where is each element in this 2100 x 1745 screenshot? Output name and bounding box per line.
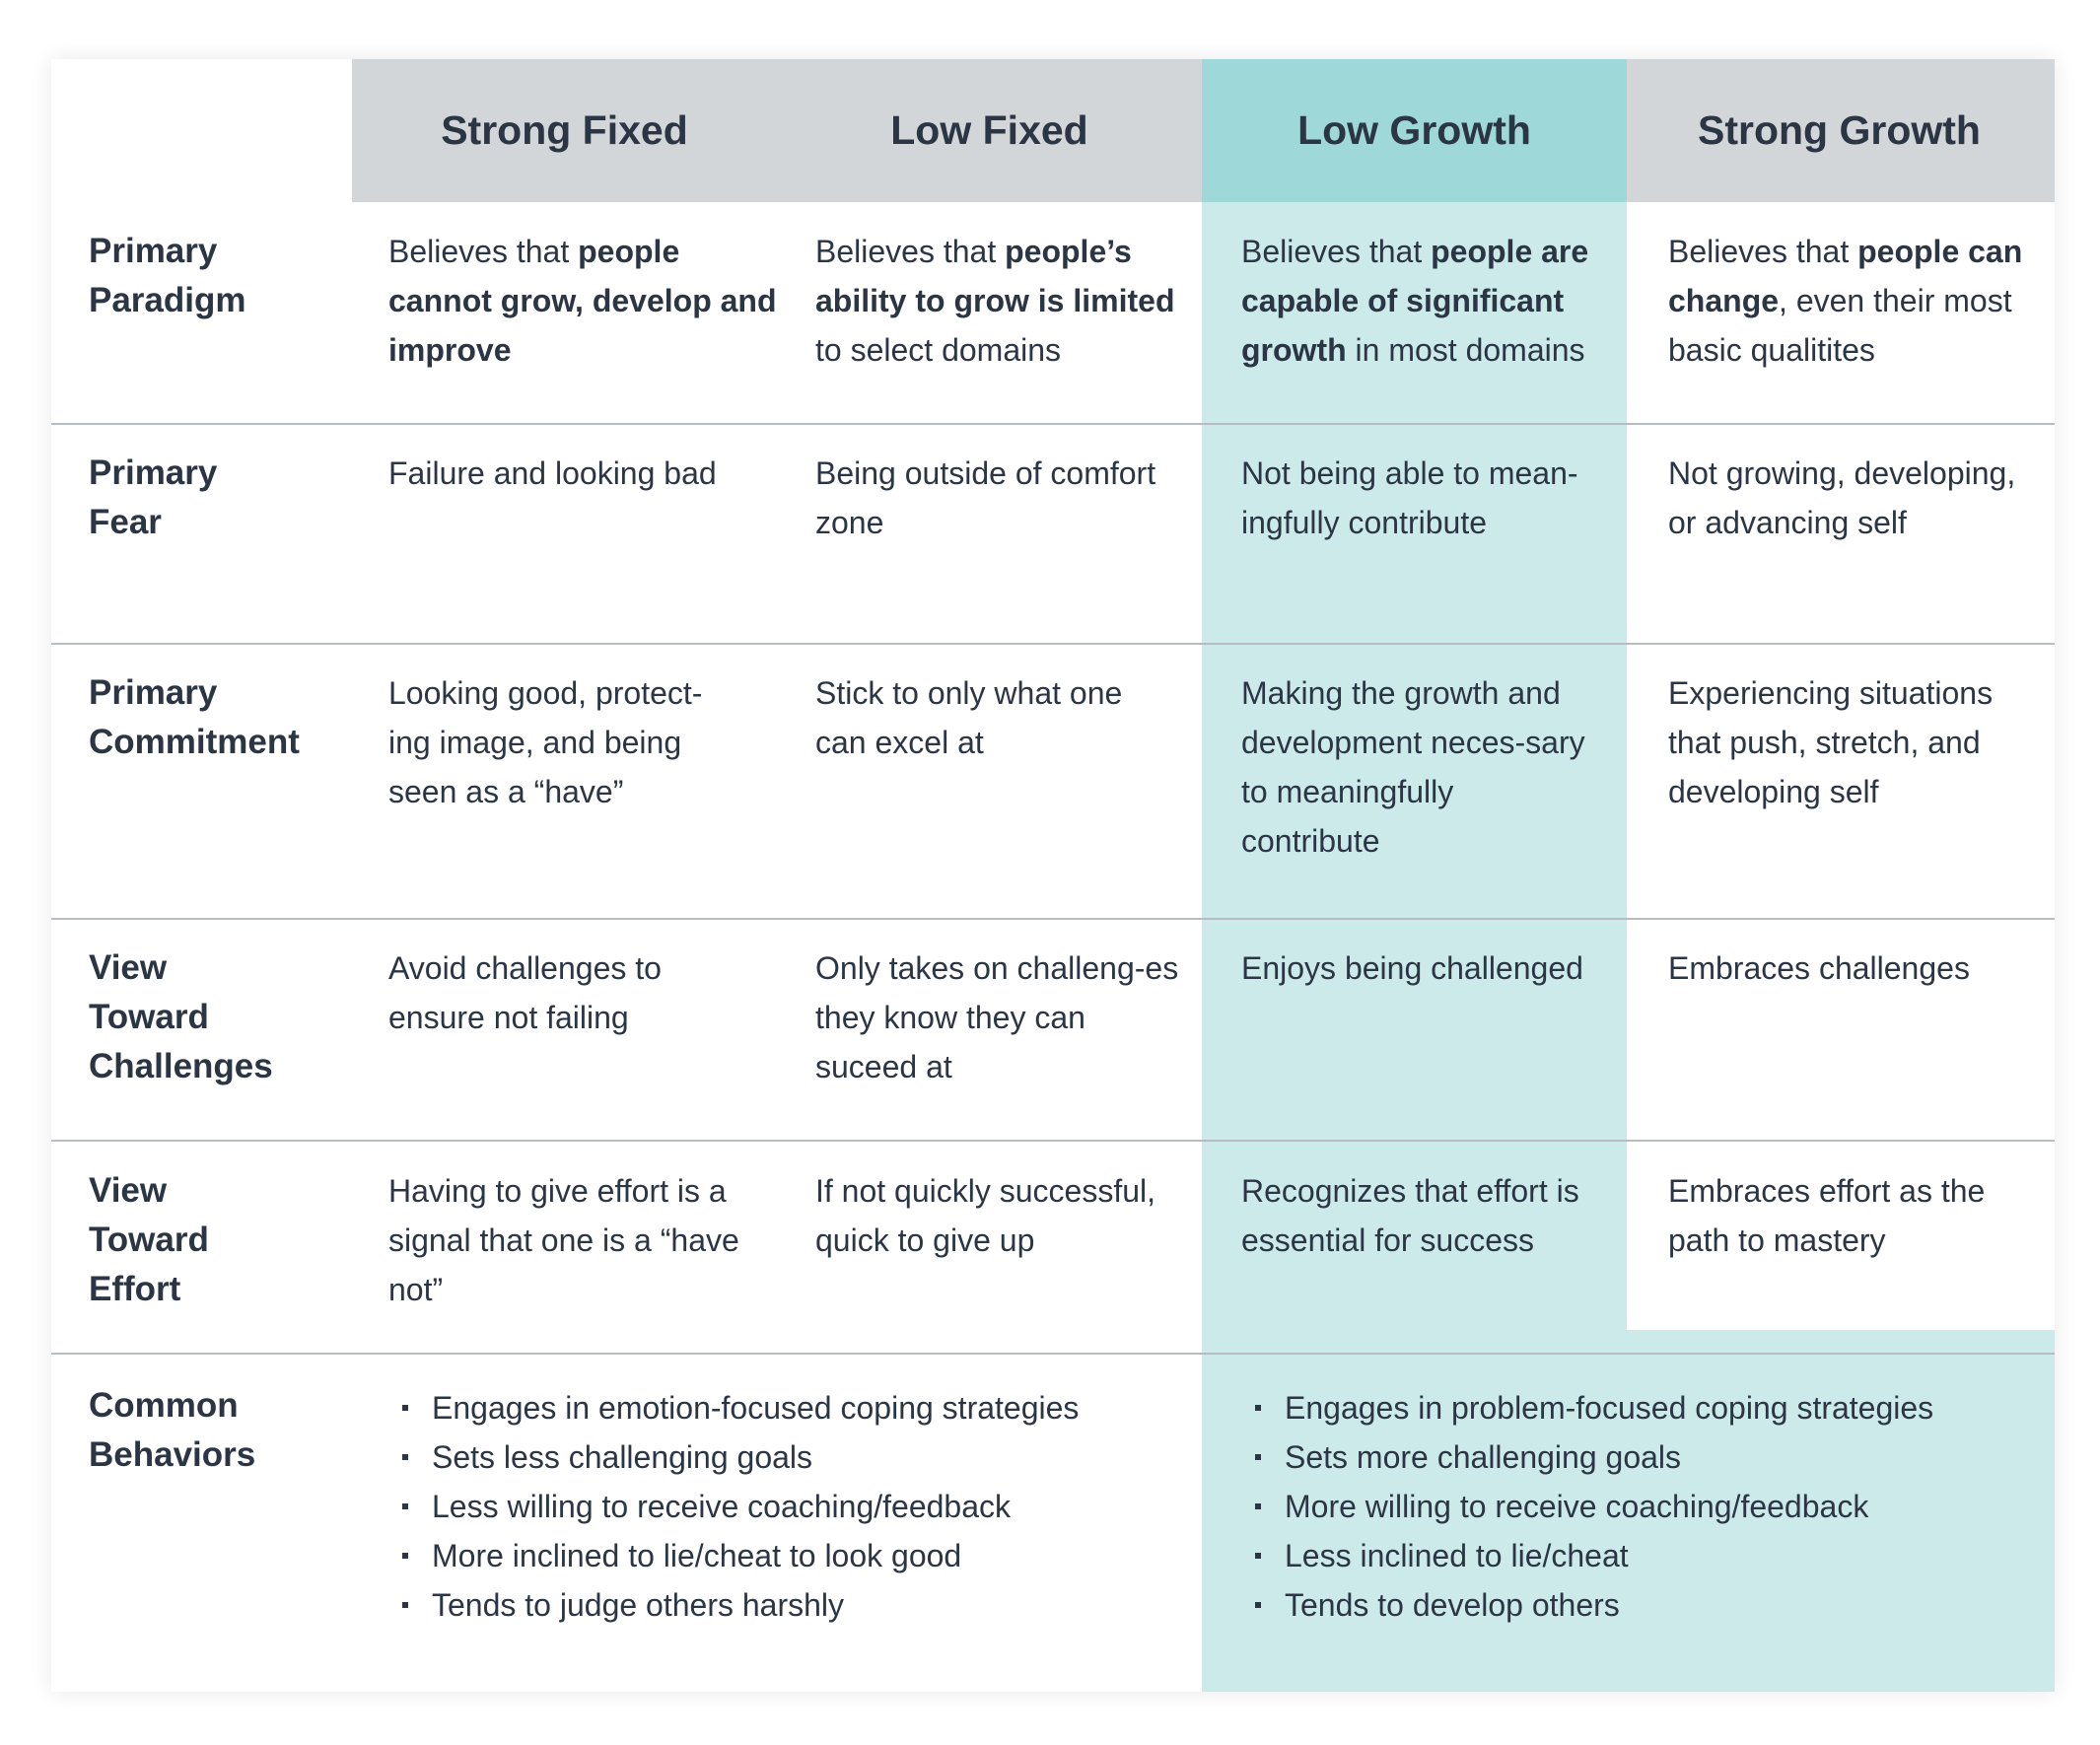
column-header-low-growth: Low Growth	[1297, 107, 1531, 153]
table-cell: If not quickly successful, quick to give…	[815, 1173, 1156, 1258]
list-item: Less willing to receive coaching/feedbac…	[396, 1482, 1079, 1531]
list-item: Tends to judge others harshly	[396, 1580, 1079, 1630]
column-header-strong-fixed: Strong Fixed	[441, 107, 688, 153]
table-cell: Embraces effort as the path to mastery	[1668, 1173, 1986, 1258]
table-cell: Enjoys being challenged	[1241, 950, 1583, 986]
table-cell: Experiencing situations that push, stret…	[1668, 675, 1994, 809]
list-item: Less inclined to lie/cheat	[1249, 1531, 1933, 1580]
list-item: More willing to receive coaching/feedbac…	[1249, 1482, 1933, 1531]
table-cell: Not growing, developing, or advancing se…	[1668, 455, 2016, 540]
low-growth-header-background	[1202, 59, 1627, 202]
column-header-low-fixed: Low Fixed	[890, 107, 1088, 153]
table-cell: Embraces challenges	[1668, 950, 1970, 986]
row-divider	[51, 423, 2055, 425]
row-label-primary-commitment: Primary Commitment	[89, 673, 300, 761]
growth-behaviors-shading	[1202, 1330, 2055, 1692]
list-item: Engages in emotion-focused coping strate…	[396, 1383, 1079, 1432]
table-cell: Being outside of comfort zone	[815, 455, 1156, 540]
row-divider	[51, 918, 2055, 920]
mindset-comparison-table: Strong Fixed Low Fixed Low Growth Strong…	[51, 59, 2055, 1692]
table-cell: Recognizes that effort is essential for …	[1241, 1173, 1579, 1258]
row-label-common-behaviors: Common Behaviors	[89, 1386, 256, 1474]
growth-behaviors-list: Engages in problem-focused coping strate…	[1249, 1383, 1933, 1630]
row-label-primary-paradigm: Primary Paradigm	[89, 232, 246, 319]
table-cell: Making the growth and development neces-…	[1241, 675, 1585, 859]
table-cell: Not being able to mean-ingfully contribu…	[1241, 455, 1578, 540]
list-item: Engages in problem-focused coping strate…	[1249, 1383, 1933, 1432]
fixed-behaviors-list: Engages in emotion-focused coping strate…	[396, 1383, 1079, 1630]
table-cell: Avoid challenges to ensure not failing	[388, 950, 662, 1035]
row-label-view-toward-challenges: View Toward Challenges	[89, 948, 273, 1085]
list-item: Tends to develop others	[1249, 1580, 1933, 1630]
row-label-primary-fear: Primary Fear	[89, 454, 218, 541]
strong-growth-header-background	[1627, 59, 2055, 202]
table-cell: Looking good, protect-ing image, and bei…	[388, 675, 703, 809]
row-divider	[51, 1353, 2055, 1355]
column-header-strong-growth: Strong Growth	[1698, 107, 1981, 153]
list-item: Sets more challenging goals	[1249, 1432, 1933, 1482]
table-cell: Stick to only what one can excel at	[815, 675, 1123, 760]
row-divider	[51, 1140, 2055, 1142]
list-item: More inclined to lie/cheat to look good	[396, 1531, 1079, 1580]
table-cell: Believes that people can change, even th…	[1668, 234, 2023, 368]
table-cell: Failure and looking bad	[388, 455, 717, 491]
row-divider	[51, 643, 2055, 645]
row-label-view-toward-effort: View Toward Effort	[89, 1171, 209, 1308]
table-cell: Believes that people are capable of sign…	[1241, 234, 1589, 368]
table-cell: Having to give effort is a signal that o…	[388, 1173, 739, 1307]
table-cell: Believes that people’s ability to grow i…	[815, 234, 1175, 368]
table-cell: Only takes on challeng-es they know they…	[815, 950, 1179, 1084]
fixed-header-background	[352, 59, 1202, 202]
table-cell: Believes that people cannot grow, develo…	[388, 234, 777, 368]
list-item: Sets less challenging goals	[396, 1432, 1079, 1482]
low-growth-column-shading	[1202, 202, 1627, 1330]
